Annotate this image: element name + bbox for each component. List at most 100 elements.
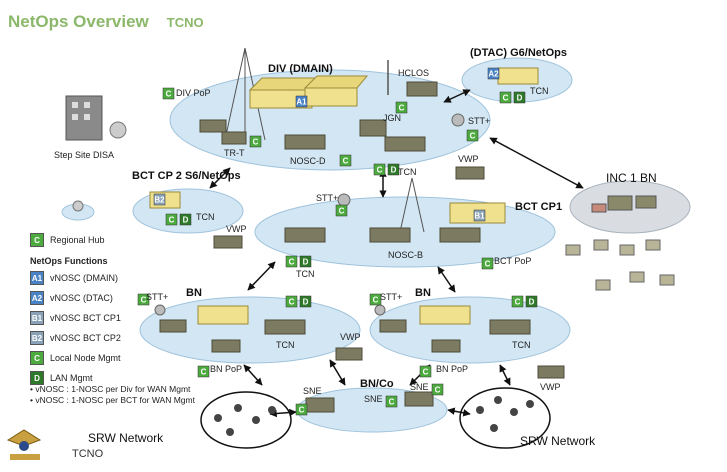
svg-text:C: C (169, 216, 175, 225)
svg-text:B2: B2 (154, 196, 165, 205)
legend-item: C Local Node Mgmt (30, 348, 121, 368)
bn-right-vehicle-2-icon (489, 319, 531, 335)
nosc-d-label: NOSC-D (290, 156, 326, 166)
div-tcn-label: TCN (398, 167, 417, 177)
svg-text:C: C (339, 207, 345, 216)
badge-c: C (285, 255, 298, 268)
bctcp1-vehicle-1-icon (284, 227, 326, 243)
stt-div-dish-icon (451, 113, 465, 127)
link-bctcp1-bnleft (247, 261, 276, 291)
srw-right-label: SRW Network (520, 434, 596, 448)
badge-c: C (431, 383, 444, 396)
svg-text:D: D (303, 258, 309, 267)
sne-mid-label: SNE (364, 394, 383, 404)
legend-c-badge: C (30, 233, 44, 247)
badge-c: C (249, 135, 262, 148)
badge-c: C (511, 295, 524, 308)
link-bnleft-bnco (329, 359, 346, 386)
bct-tower-icon (399, 177, 425, 233)
sne-left-vehicle-icon (305, 397, 335, 413)
badge-d: D (179, 213, 192, 226)
sne-left-label: SNE (303, 386, 322, 396)
div-pop-label: DIV PoP (176, 88, 211, 98)
link-div-inc (489, 137, 584, 189)
sne-right-label: SNE (410, 382, 429, 392)
stt-bn-right-dish-icon (374, 304, 386, 316)
badge-c: C (499, 91, 512, 104)
bct-cp1-stt-label: STT+ (316, 193, 338, 203)
badge-c: C (335, 204, 348, 217)
logo-emblem-icon (6, 429, 42, 460)
vwp-bn-right-vehicle-icon (537, 365, 565, 379)
bn-left-vehicle-2-icon (264, 319, 306, 335)
regional-hub-dish-icon (61, 200, 95, 221)
svg-text:A1: A1 (296, 98, 307, 107)
legend-regional-hub-label: Regional Hub (50, 235, 105, 245)
badge-d: D (299, 295, 312, 308)
vwp-bn-left-vehicle-icon (335, 347, 363, 361)
svg-text:B1: B1 (474, 212, 485, 221)
svg-text:A2: A2 (488, 70, 499, 79)
bctcp1-vehicle-3-icon (439, 227, 481, 243)
bn-left-vwp-label: VWP (340, 332, 361, 342)
nosc-b-label: NOSC-B (388, 250, 423, 260)
badge-c: C (369, 293, 382, 306)
bct-cp1-tcn-label: TCN (296, 269, 315, 279)
legend-badge: B2 (30, 331, 44, 345)
bn-right-vehicle-1-icon (379, 319, 407, 333)
svg-text:C: C (373, 296, 379, 305)
bn-left-vehicle-3-icon (211, 339, 241, 353)
svg-text:C: C (343, 157, 349, 166)
link-bnco-srwleft (269, 408, 297, 418)
legend-item-label: vNOSC BCT CP1 (50, 313, 121, 323)
badge-d: D (513, 91, 526, 104)
legend-item-label: Local Node Mgmt (50, 353, 121, 363)
legend-regional-hub: C Regional Hub (30, 230, 121, 250)
dtac-title: (DTAC) G6/NetOps (470, 47, 567, 59)
page-title: NetOps Overview (8, 12, 149, 31)
div-title: DIV (DMAIN) (268, 63, 333, 75)
inc-title: INC 1 BN (606, 171, 657, 185)
stt-bctcp1-dish-icon (337, 193, 351, 207)
dtac-tcn-label: TCN (530, 86, 549, 96)
link-div-dtac (443, 89, 471, 103)
bn-left-ellipse (139, 296, 361, 364)
legend-item: A2 vNOSC (DTAC) (30, 288, 121, 308)
footer-label: TCNO (72, 448, 104, 460)
svg-text:C: C (253, 138, 259, 147)
bn-left-pop-label: BN PoP (210, 364, 242, 374)
svg-text:D: D (183, 216, 189, 225)
legend-item-label: vNOSC (DTAC) (50, 293, 113, 303)
bn-left-tent-icon (197, 305, 249, 325)
trt-vehicle-icon (221, 131, 247, 145)
svg-text:C: C (470, 132, 476, 141)
bnco-title: BN/Co (360, 378, 394, 390)
bn-right-tent-icon (419, 305, 471, 325)
bct-cp2-title: BCT CP 2 S6/NetOps (132, 170, 241, 182)
bn-right-tcn-label: TCN (512, 340, 531, 350)
bct-pop-label: BCT PoP (494, 256, 531, 266)
legend-functions-title: NetOps Functions (30, 256, 108, 266)
legend-badge: A2 (30, 291, 44, 305)
link-bnright-srw (499, 364, 511, 386)
badge-a2: A2 (487, 67, 500, 80)
legend-item: B2 vNOSC BCT CP2 (30, 328, 121, 348)
bn-left-vehicle-1-icon (159, 319, 187, 333)
bct-cp1-title: BCT CP1 (515, 201, 562, 213)
inc-shelters-icon (565, 195, 675, 291)
srw-left-label: SRW Network (88, 431, 164, 445)
legend-badge: C (30, 351, 44, 365)
jgn-vehicle-icon (359, 119, 387, 137)
legend-item-label: vNOSC BCT CP2 (50, 333, 121, 343)
svg-text:C: C (141, 296, 147, 305)
srw-right-soldiers-icon (476, 396, 534, 432)
legend-item-label: LAN Mgmt (50, 373, 93, 383)
jgn-label: JGN (383, 113, 401, 123)
svg-text:C: C (289, 298, 295, 307)
bn-left-title: BN (186, 287, 202, 299)
badge-c: C (339, 154, 352, 167)
link-bnco-srwright (447, 407, 471, 417)
